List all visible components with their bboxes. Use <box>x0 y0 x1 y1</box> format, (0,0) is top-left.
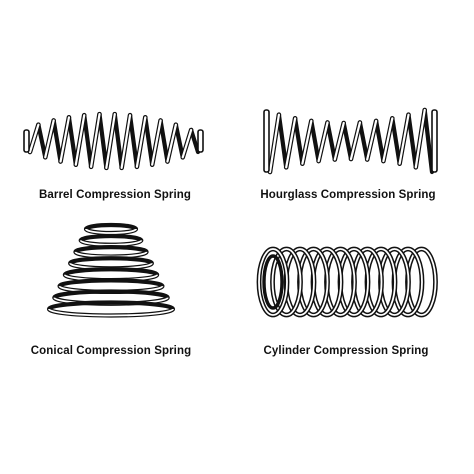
barrel-coil-back <box>66 115 78 167</box>
hourglass-coil-back <box>422 107 435 175</box>
hourglass-coil-back <box>374 118 386 164</box>
barrel-coil-front-fill <box>44 119 55 159</box>
cylinder-opening <box>262 254 284 310</box>
hourglass-coil-back <box>357 120 370 162</box>
barrel-coil-back <box>173 122 185 160</box>
barrel-coil-back <box>127 113 140 169</box>
hourglass-end-cap <box>431 109 438 173</box>
barrel-end-cap <box>23 129 30 153</box>
barrel-coil-back <box>158 118 170 164</box>
barrel-coil-front-fill <box>59 116 71 163</box>
hourglass-spring-panel: Hourglass Compression Spring <box>237 0 474 237</box>
barrel-spring-label: Barrel Compression Spring <box>38 189 192 201</box>
barrel-coil-back <box>51 118 63 164</box>
hourglass-coil-front-fill <box>285 117 297 169</box>
hourglass-coil-front-fill <box>268 113 281 174</box>
hourglass-coil-back <box>390 116 402 166</box>
barrel-coil-back <box>82 113 94 169</box>
hourglass-coil-front-fill <box>382 117 394 163</box>
barrel-coil-back <box>112 112 124 170</box>
hourglass-coil-front-fill <box>349 121 362 161</box>
cylinder-spring-panel: Cylinder Compression Spring <box>237 237 474 474</box>
hourglass-coil-back <box>325 120 337 162</box>
hourglass-coil-front-fill <box>301 119 313 165</box>
hourglass-coil-front-fill <box>414 108 426 169</box>
hourglass-coil-front-fill <box>333 121 345 161</box>
hourglass-coil-back <box>276 112 289 170</box>
cylinder-coil-fill <box>271 248 302 316</box>
cylinder-coil-fill <box>258 248 288 316</box>
barrel-end-cap <box>197 129 204 153</box>
barrel-coil-back <box>36 122 48 160</box>
barrel-coil-front-fill <box>135 116 147 168</box>
barrel-coil-back <box>97 112 109 170</box>
cylinder-spring-label: Cylinder Compression Spring <box>263 345 429 357</box>
hourglass-coil-back <box>309 118 321 164</box>
hourglass-coil-back <box>341 120 354 162</box>
hourglass-end-cap <box>263 109 270 173</box>
hourglass-spring-label: Hourglass Compression Spring <box>260 189 436 201</box>
conical-spring-illustration <box>46 222 176 318</box>
barrel-coil-front-fill <box>28 123 40 154</box>
barrel-coil-front-fill <box>181 128 193 159</box>
hourglass-coil-front-fill <box>366 119 378 161</box>
barrel-coil-front-fill <box>151 119 162 166</box>
conical-coil-front <box>79 240 143 246</box>
conical-coil-front <box>85 228 137 234</box>
hourglass-coil-front-fill <box>317 121 329 163</box>
hourglass-coil-front-fill <box>398 113 410 165</box>
conical-spring-panel: Conical Compression Spring <box>0 222 237 474</box>
barrel-coil-back <box>143 115 155 167</box>
barrel-spring-illustration <box>23 111 204 171</box>
barrel-coil-front-fill <box>89 113 101 168</box>
barrel-coil-front-fill <box>105 113 116 169</box>
hourglass-coil-back <box>406 112 418 170</box>
barrel-spring-panel: Barrel Compression Spring <box>0 0 237 237</box>
conical-spring-label: Conical Compression Spring <box>30 345 192 357</box>
barrel-coil-front-fill <box>120 114 132 169</box>
cylinder-spring-illustration <box>256 246 438 318</box>
barrel-coil-front-fill <box>74 114 86 166</box>
conical-coil-front <box>48 308 174 317</box>
hourglass-spring-illustration <box>263 107 438 175</box>
barrel-coil-front-fill <box>166 123 177 163</box>
hourglass-coil-back <box>293 116 305 166</box>
